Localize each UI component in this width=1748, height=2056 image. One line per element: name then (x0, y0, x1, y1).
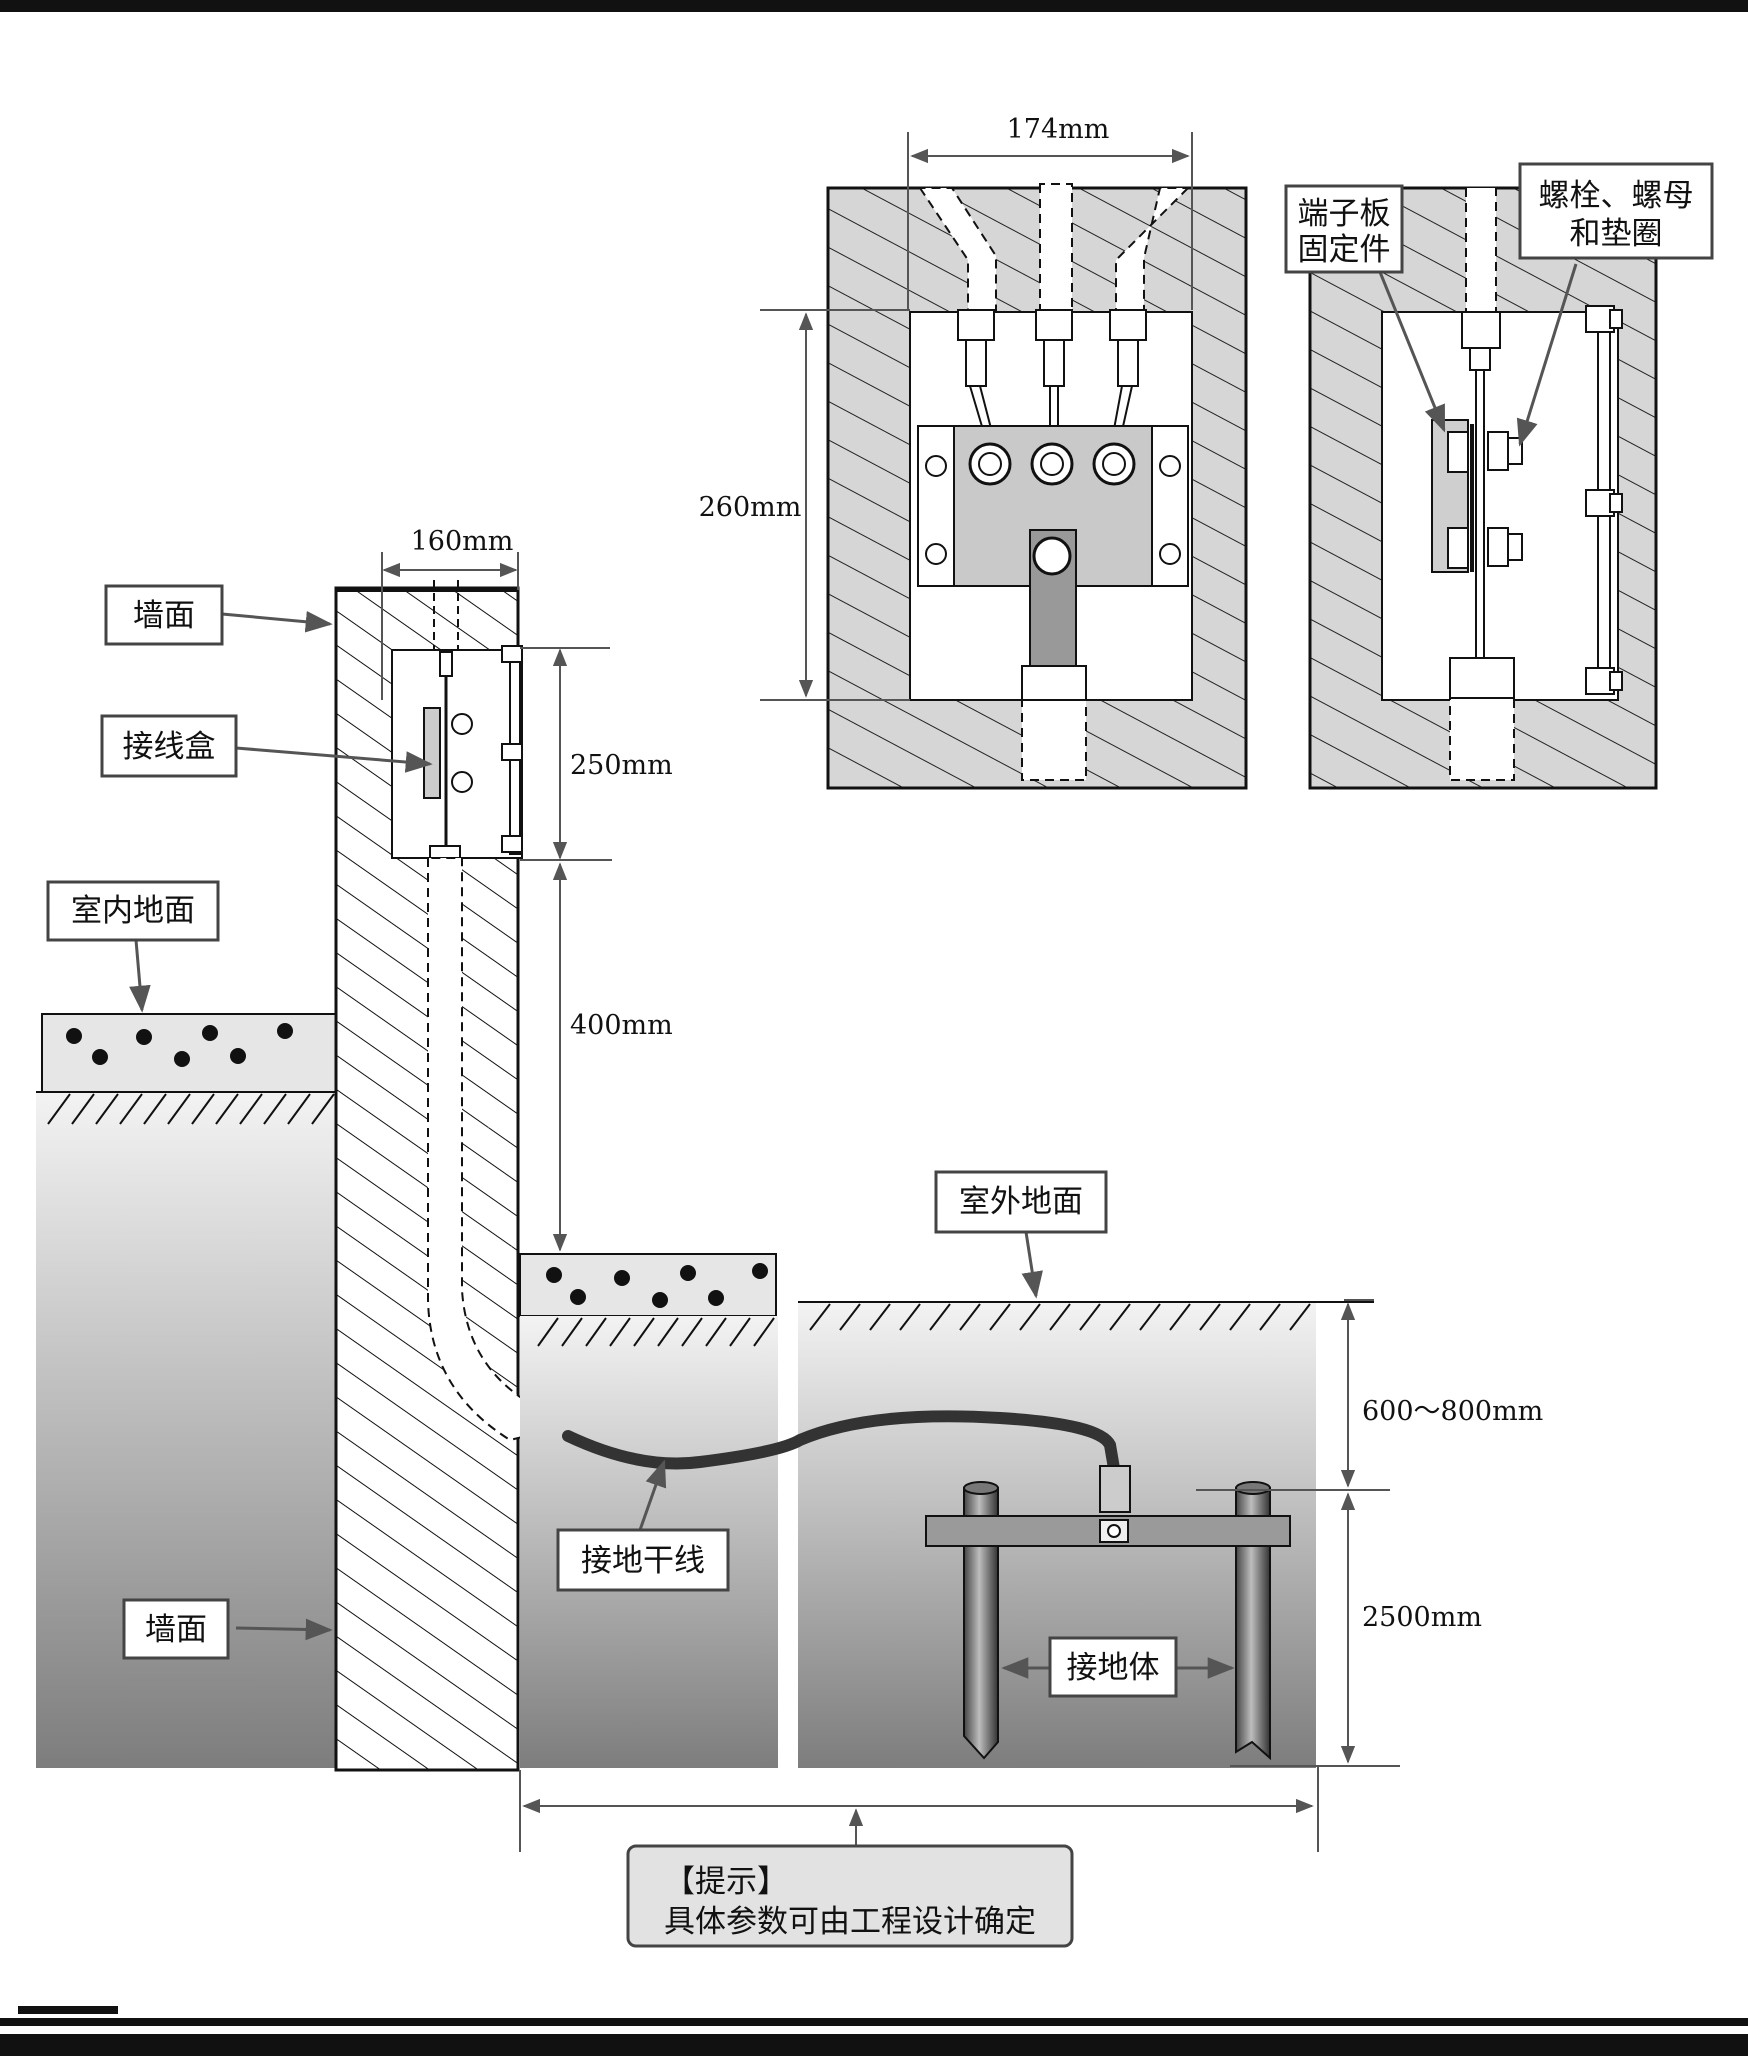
indoor-floor-aggregate (66, 1023, 293, 1067)
label-wall-bottom: 墙面 (145, 1612, 207, 1648)
dim-250: 250mm (570, 750, 673, 781)
label-bolt-1: 螺栓、螺母 (1539, 178, 1694, 214)
label-terminal-fixture-2: 固定件 (1298, 232, 1391, 268)
dim-2500: 2500mm (1362, 1602, 1482, 1633)
detail-side-view (1308, 186, 1658, 790)
junction-box (391, 645, 523, 859)
outdoor-slab-aggregate (546, 1263, 768, 1308)
note-text: 具体参数可由工程设计确定 (664, 1904, 1036, 1940)
dim-600-800: 600～800mm (1362, 1396, 1543, 1427)
dim-400: 400mm (570, 1010, 673, 1041)
labels: 墙面 接线盒 室内地面 室外地面 接地干线 墙面 接地体 端子板 固定件 螺栓、… (71, 114, 1694, 1940)
label-terminal-fixture-1: 端子板 (1298, 196, 1391, 232)
label-ground-body: 接地体 (1067, 1650, 1160, 1686)
dim-260: 260mm (699, 492, 802, 523)
dim-174: 174mm (1007, 114, 1110, 145)
label-junction-box: 接线盒 (123, 729, 216, 765)
label-bolt-2: 和垫圈 (1570, 216, 1663, 252)
label-boxes (46, 162, 1714, 1948)
dimension-lines (381, 552, 1400, 1852)
indoor-soil-hatch (47, 1093, 335, 1125)
note-title: 【提示】 (664, 1864, 788, 1900)
ground-electrode (925, 1465, 1291, 1761)
label-ground-trunk: 接地干线 (581, 1543, 705, 1579)
dim-160: 160mm (411, 526, 514, 557)
label-outdoor-floor: 室外地面 (959, 1184, 1083, 1220)
detail-front-view (826, 183, 1248, 790)
label-indoor-floor: 室内地面 (71, 893, 195, 929)
indoor-floor-slab (41, 1013, 337, 1093)
outdoor-slab (519, 1253, 777, 1317)
label-leaders (129, 611, 1235, 1679)
label-wall-top: 墙面 (133, 598, 195, 634)
indoor-soil (36, 1092, 336, 1768)
